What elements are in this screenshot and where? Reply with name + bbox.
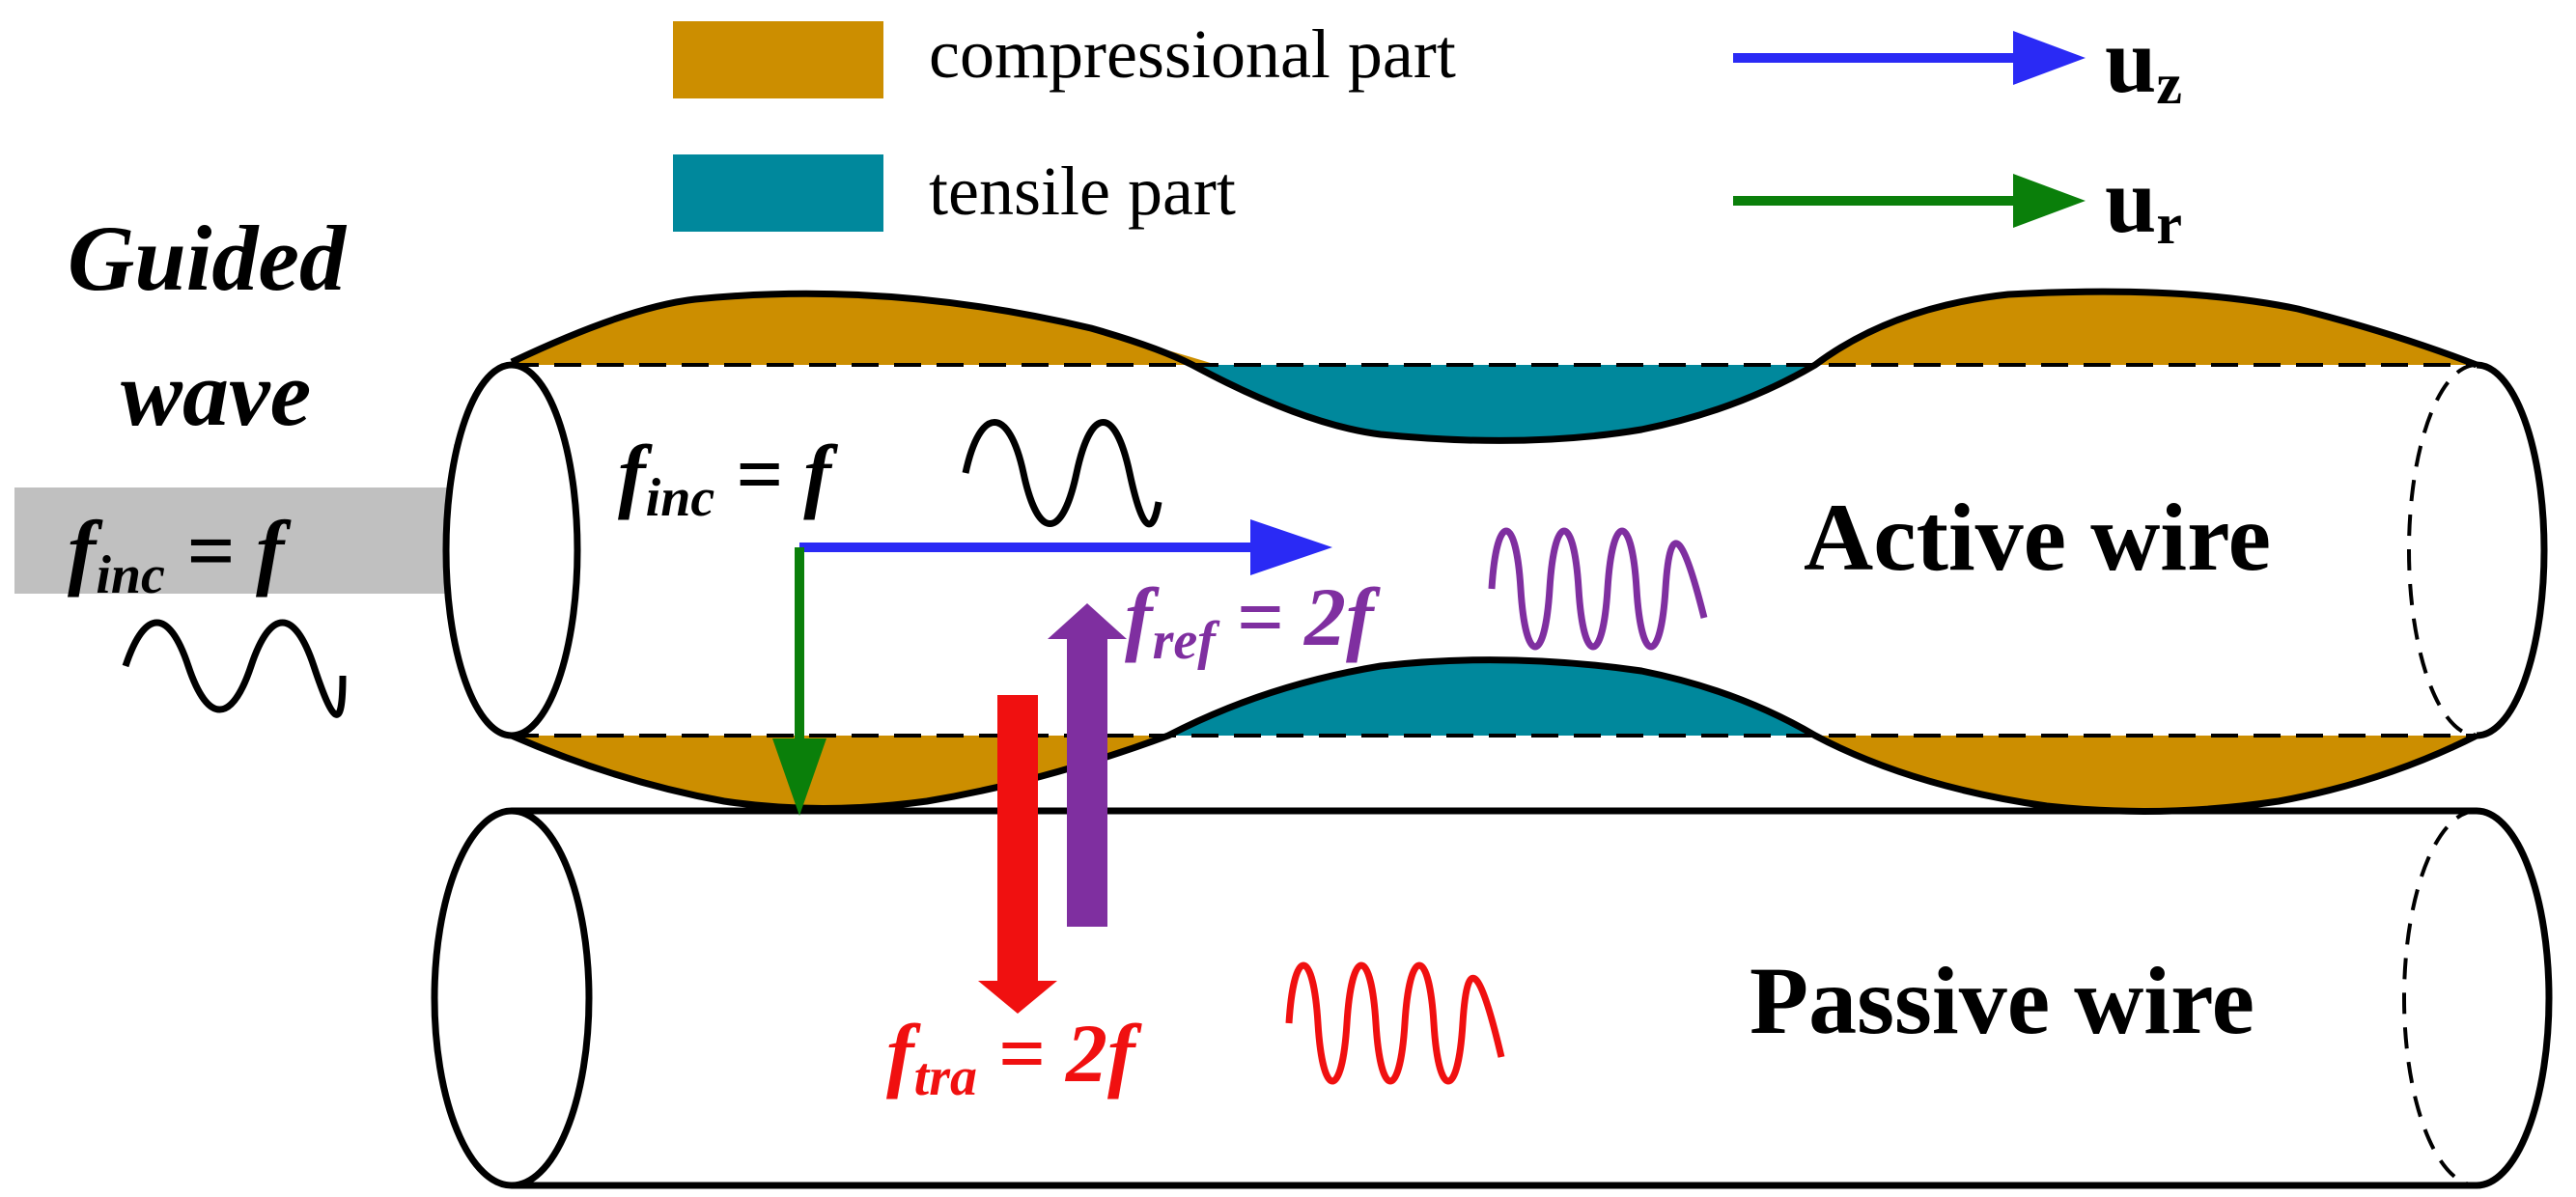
legend-compressional-label: compressional part bbox=[929, 15, 1456, 93]
reflected-wave-arrow bbox=[1048, 603, 1127, 927]
guided-wave-line2: wave bbox=[121, 342, 311, 445]
active-wire bbox=[442, 288, 2548, 815]
active-incident-sine-wave-icon bbox=[962, 419, 1162, 528]
legend-tensile-label: tensile part bbox=[929, 153, 1236, 230]
ftra-eq: = 2f bbox=[977, 1007, 1142, 1100]
svg-text:ftra = 2f: ftra = 2f bbox=[886, 1007, 1142, 1107]
incident-wave-arrow bbox=[14, 444, 546, 637]
uz-displacement-arrow bbox=[799, 519, 1332, 575]
legend-uz-arrow bbox=[1733, 31, 2086, 85]
compressional-region-top-right bbox=[1815, 292, 2477, 365]
ur-displacement-arrow bbox=[772, 547, 826, 816]
tensile-region-top bbox=[1192, 365, 1815, 441]
guided-finc-sub: inc bbox=[96, 545, 165, 605]
legend-ur-arrow bbox=[1733, 174, 2086, 228]
reflected-sine-wave-icon bbox=[1488, 527, 1708, 651]
svg-text:fref = 2f: fref = 2f bbox=[1125, 571, 1381, 671]
svg-text:ur: ur bbox=[2105, 149, 2182, 256]
legend-uz-sub: z bbox=[2156, 52, 2182, 116]
active-wire-label: Active wire bbox=[1804, 484, 2271, 591]
fref-sub: ref bbox=[1153, 611, 1221, 671]
guided-finc-eq: = f bbox=[165, 505, 292, 598]
passive-wire-label: Passive wire bbox=[1750, 947, 2254, 1054]
ftra-sub: tra bbox=[914, 1047, 977, 1107]
transmitted-sine-wave-icon bbox=[1285, 961, 1505, 1085]
incident-sine-wave-icon bbox=[122, 619, 347, 718]
legend-ur-sub: r bbox=[2156, 192, 2182, 256]
legend-tensile-swatch bbox=[673, 154, 883, 232]
fref-eq: = 2f bbox=[1216, 571, 1381, 663]
svg-text:uz: uz bbox=[2105, 9, 2182, 116]
legend-uz-label: u bbox=[2105, 9, 2156, 112]
svg-text:finc = f: finc = f bbox=[618, 428, 838, 528]
legend-compressional-swatch bbox=[673, 21, 883, 98]
guided-wave-line1: Guided bbox=[68, 207, 348, 310]
compressional-region-top-left-fill bbox=[512, 293, 1192, 365]
active-finc-eq: = f bbox=[714, 428, 838, 520]
legend-ur-label: u bbox=[2105, 149, 2156, 252]
transmitted-wave-arrow bbox=[978, 695, 1057, 1014]
svg-text:finc = f: finc = f bbox=[68, 505, 292, 605]
active-finc-sub: inc bbox=[646, 468, 715, 528]
